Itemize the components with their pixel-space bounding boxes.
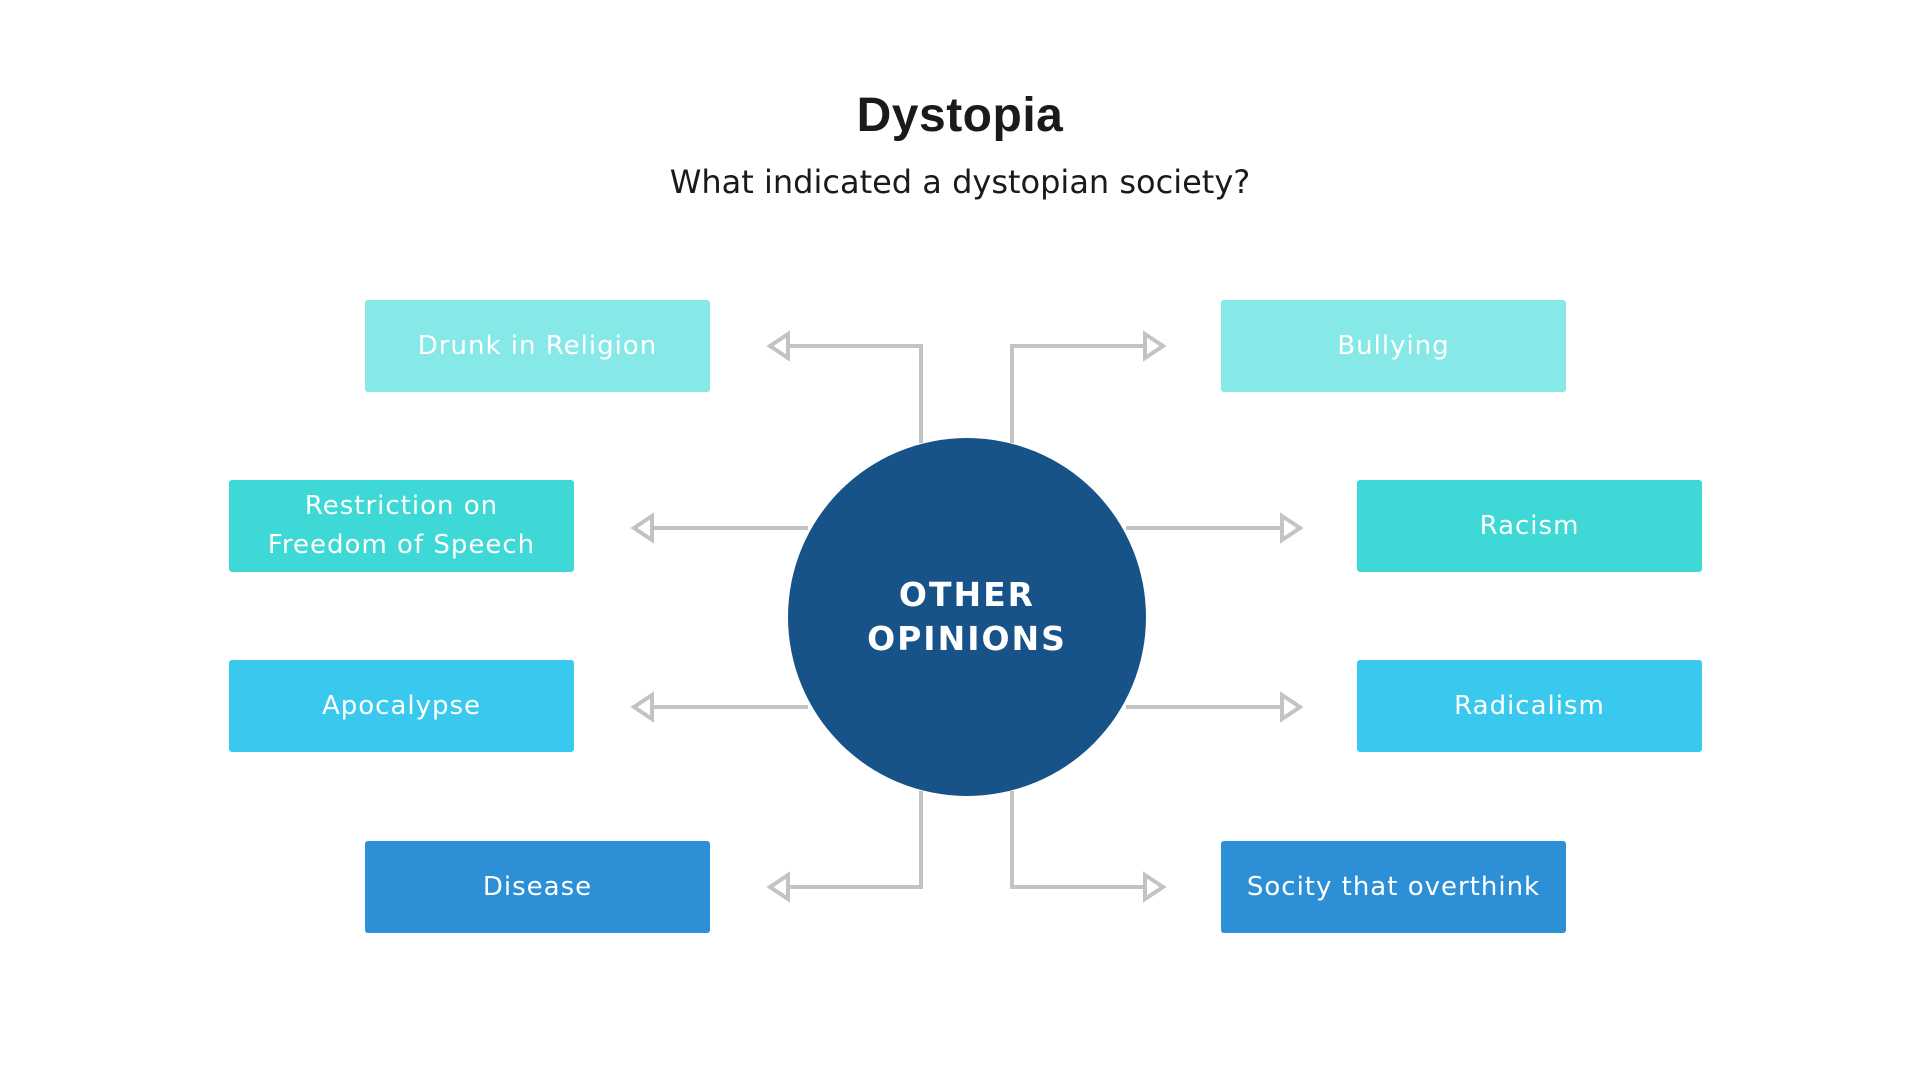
connector-right-1 [1010,344,1145,443]
left-box-1-label: Drunk in Religion [417,330,658,361]
arrowhead-right-4 [1143,871,1167,903]
connector-left-1 [788,344,923,443]
left-box-4-label: Disease [482,871,593,902]
arrowhead-left-4 [766,871,790,903]
arrowhead-right-1 [1143,330,1167,362]
arrowhead-right-2 [1280,512,1304,544]
arrowhead-left-1 [766,330,790,362]
left-box-2-label: Restriction on Freedom of Speech [267,491,536,560]
left-box-2: Restriction on Freedom of Speech [229,480,574,572]
center-circle: OTHER OPINIONS [788,438,1146,796]
right-box-1-label: Bullying [1337,330,1450,361]
right-box-3: Radicalism [1357,660,1702,752]
center-label: OTHER OPINIONS [867,575,1067,658]
right-box-2: Racism [1357,480,1702,572]
connector-left-4 [788,791,923,889]
page-subtitle: What indicated a dystopian society? [669,163,1251,201]
right-box-4: Socity that overthink [1221,841,1566,933]
connector-right-4 [1010,791,1145,889]
right-box-4-label: Socity that overthink [1246,871,1541,902]
arrowhead-left-3 [630,691,654,723]
page-title: Dystopia [856,89,1064,142]
left-box-3: Apocalypse [229,660,574,752]
left-box-4: Disease [365,841,710,933]
right-box-1: Bullying [1221,300,1566,392]
left-box-3-label: Apocalypse [321,690,482,721]
arrowhead-right-3 [1280,691,1304,723]
right-box-2-label: Racism [1479,510,1580,541]
right-box-3-label: Radicalism [1454,690,1605,721]
arrowhead-left-2 [630,512,654,544]
left-box-1: Drunk in Religion [365,300,710,392]
